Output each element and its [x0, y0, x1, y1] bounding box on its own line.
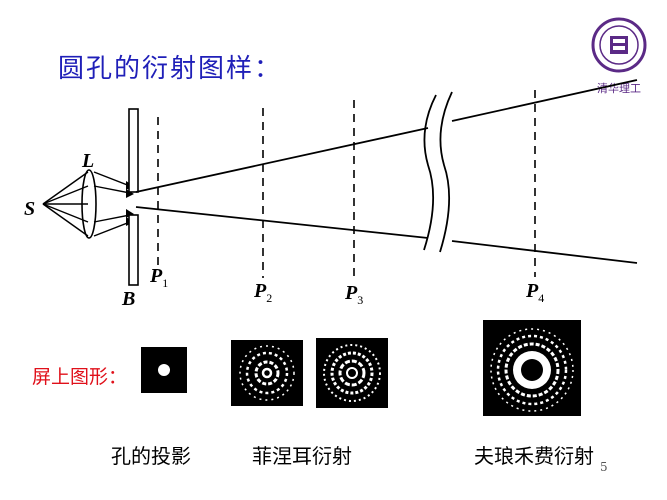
caption-fresnel: 菲涅耳衍射: [252, 444, 352, 468]
source-label: S: [24, 198, 36, 220]
caption-projection: 孔的投影: [111, 444, 191, 468]
plane-label-p4: P4: [526, 280, 545, 305]
projection-pattern: [141, 347, 187, 393]
source-rays: [42, 171, 89, 237]
lens: [81, 169, 97, 239]
barrier-label: B: [122, 288, 136, 310]
screen-patterns-label: 屏上图形：: [32, 366, 128, 388]
plane-label-p2: P2: [254, 280, 273, 305]
slide-title: 圆孔的衍射图样：: [58, 54, 283, 84]
break-marks: [423, 91, 453, 253]
university-logo: 清华理工: [590, 16, 648, 96]
barrier-upper: [128, 108, 139, 193]
observation-planes: [157, 90, 536, 281]
fresnel-pattern-p2: [231, 340, 303, 406]
logo-caption: 清华理工: [597, 82, 641, 95]
seal-icon: [591, 17, 647, 73]
plane-label-p3: P3: [345, 282, 364, 307]
fraunhofer-pattern-p4: [483, 320, 581, 416]
page-number: 5: [600, 460, 608, 474]
barrier-lower: [128, 214, 139, 286]
plane-label-p1: P1: [150, 265, 169, 290]
lens-label: L: [82, 150, 95, 172]
fresnel-pattern-p3: [316, 338, 388, 408]
caption-fraunhofer: 夫琅禾费衍射: [474, 444, 594, 468]
beam-lines: [135, 79, 638, 264]
lens-rays: [93, 171, 131, 237]
